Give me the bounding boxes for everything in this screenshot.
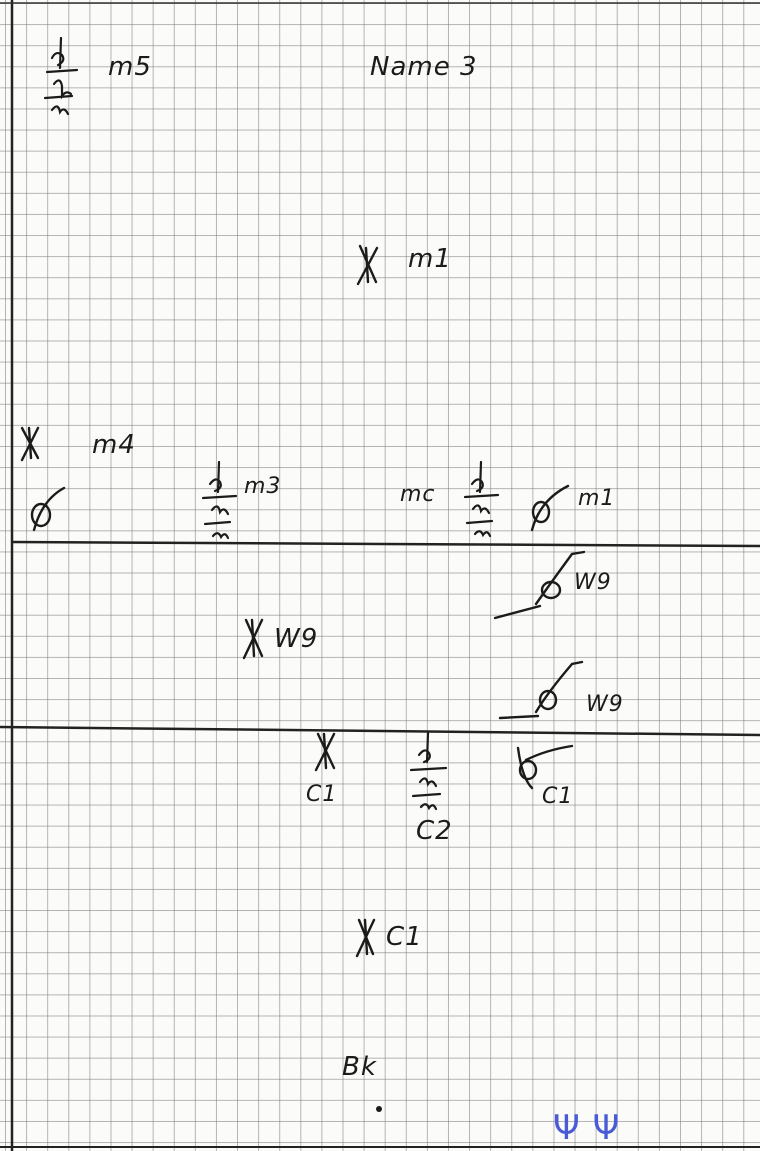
label-m1-right: m1	[578, 486, 616, 511]
sheet-title: Name 3	[370, 52, 478, 82]
label-c2: C2	[416, 816, 453, 846]
switch-symbol-w9-lower	[498, 660, 584, 720]
section-divider-upper	[11, 540, 760, 548]
cross-symbol-c1-left	[314, 732, 336, 772]
label-mc: mc	[400, 482, 436, 507]
fraction-symbol-m3	[201, 460, 238, 540]
bk-point-dot	[376, 1106, 382, 1112]
label-m4: m4	[92, 430, 136, 460]
cross-symbol-c1-center	[355, 918, 376, 958]
label-m5: m5	[108, 52, 152, 82]
label-c1-left: C1	[306, 782, 338, 807]
cross-symbol-w9	[242, 618, 264, 660]
fraction-symbol-m5	[43, 36, 79, 116]
label-c1-right: C1	[542, 784, 574, 809]
label-w9-center: W9	[274, 624, 319, 654]
label-m1-center: m1	[408, 244, 452, 274]
label-w9-upper: W9	[574, 570, 612, 595]
fraction-symbol-c2	[409, 731, 448, 811]
label-w9-lower: W9	[586, 692, 624, 717]
switch-symbol-c1-right	[516, 744, 574, 790]
cross-symbol-m1	[356, 244, 379, 286]
stamp-marks: Ψ Ψ	[553, 1108, 621, 1148]
label-c1-center: C1	[386, 922, 423, 952]
section-divider-lower	[0, 725, 760, 737]
label-m3: m3	[244, 474, 282, 499]
switch-symbol-m1	[530, 484, 570, 532]
label-bk: Bk	[342, 1052, 377, 1082]
switch-symbol-w9-upper	[493, 550, 586, 620]
cross-symbol-m4	[20, 426, 40, 462]
fraction-symbol-mc	[463, 460, 500, 538]
switch-symbol-left	[30, 486, 66, 532]
